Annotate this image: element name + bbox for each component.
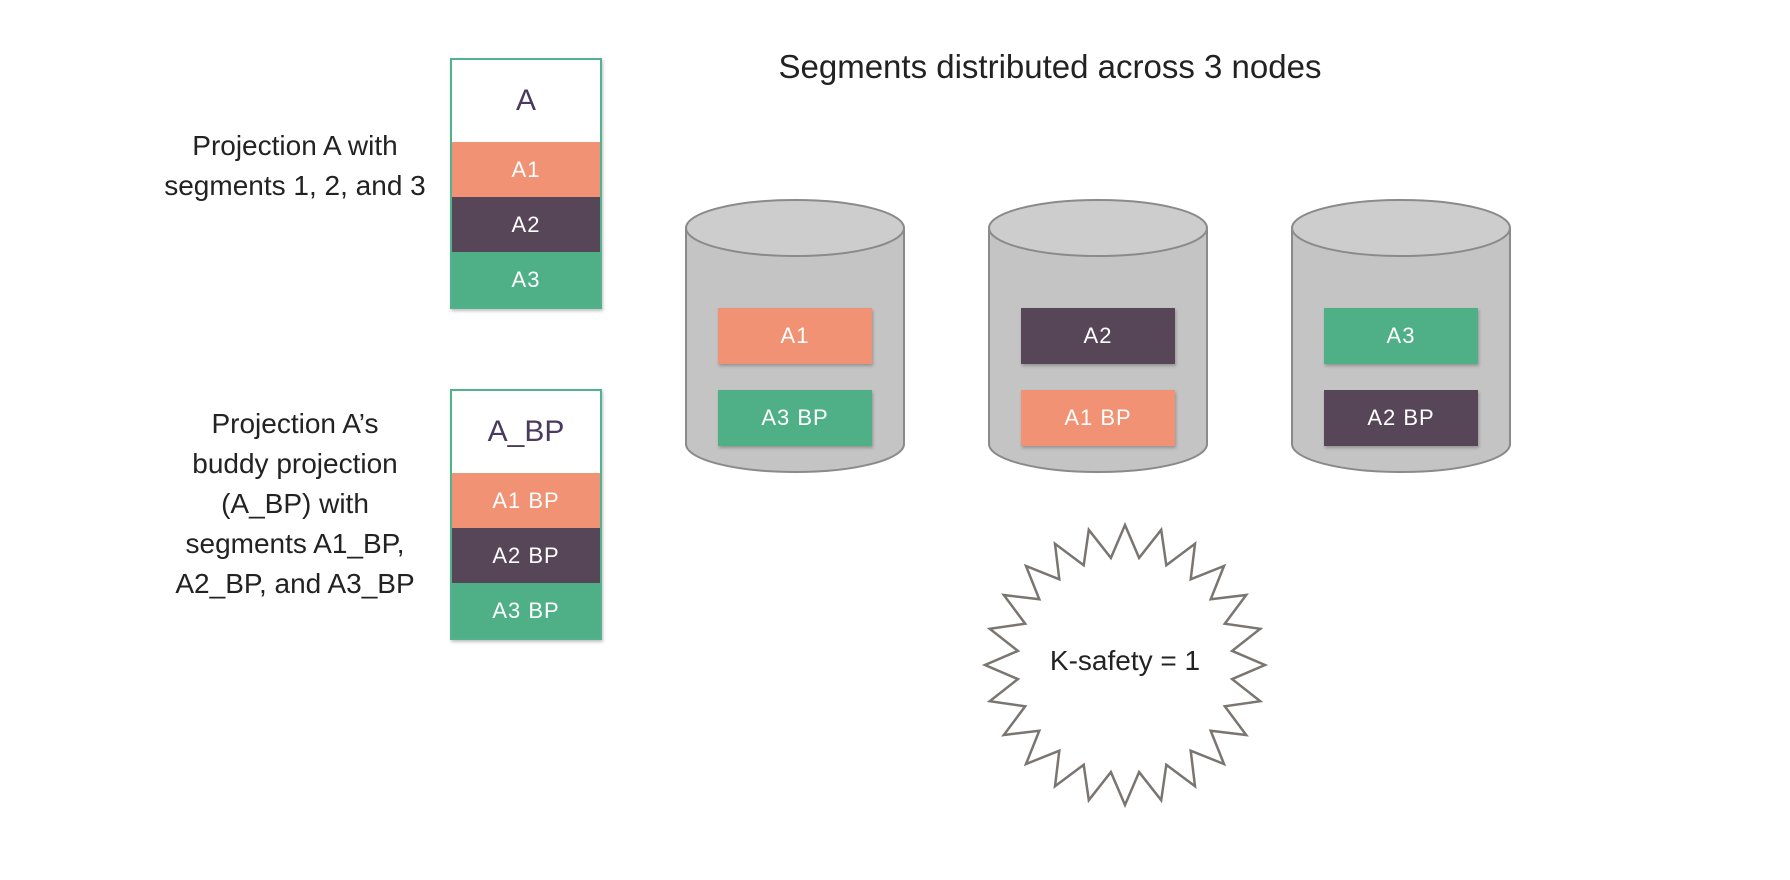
- projection-bp-label-line2: buddy projection: [192, 448, 398, 479]
- projection-a-label: Projection A with segments 1, 2, and 3: [140, 126, 450, 206]
- node-1-top-segment: A1: [718, 308, 872, 364]
- segment-a1-bp: A1 BP: [452, 473, 600, 528]
- node-2-top-segment: A2: [1021, 308, 1175, 364]
- projection-a-header: A: [515, 84, 536, 117]
- segment-a1: A1: [452, 142, 600, 197]
- projection-bp-label-line3: (A_BP) with: [221, 488, 369, 519]
- projection-a-label-line1: Projection A with: [192, 130, 398, 161]
- diagram-title: Segments distributed across 3 nodes: [778, 48, 1322, 85]
- projection-bp-header: A_BP: [487, 415, 565, 448]
- projection-bp-label: Projection A’s buddy projection (A_BP) w…: [140, 404, 450, 604]
- node-2-bottom-segment: A1 BP: [1021, 390, 1175, 446]
- k-safety-label: K-safety = 1: [1049, 645, 1201, 676]
- node-3-bottom-segment: A2 BP: [1324, 390, 1478, 446]
- segment-a2-bp: A2 BP: [452, 528, 600, 583]
- projection-a: A A1 A2 A3: [450, 58, 602, 309]
- node-1: A1 A3 BP: [684, 196, 906, 474]
- projection-bp: A_BP A1 BP A2 BP A3 BP: [450, 389, 602, 640]
- projection-a-label-line2: segments 1, 2, and 3: [164, 170, 426, 201]
- projection-bp-label-line4: segments A1_BP,: [185, 528, 405, 559]
- projection-bp-label-line1: Projection A’s: [211, 408, 379, 439]
- segment-a3: A3: [452, 252, 600, 307]
- node-3: A3 A2 BP: [1290, 196, 1512, 474]
- starburst-icon: [981, 521, 1269, 809]
- node-1-bottom-segment: A3 BP: [718, 390, 872, 446]
- node-3-top-segment: A3: [1324, 308, 1478, 364]
- node-2: A2 A1 BP: [987, 196, 1209, 474]
- projection-bp-label-line5: A2_BP, and A3_BP: [175, 568, 415, 599]
- segment-a2: A2: [452, 197, 600, 252]
- segment-a3-bp: A3 BP: [452, 583, 600, 638]
